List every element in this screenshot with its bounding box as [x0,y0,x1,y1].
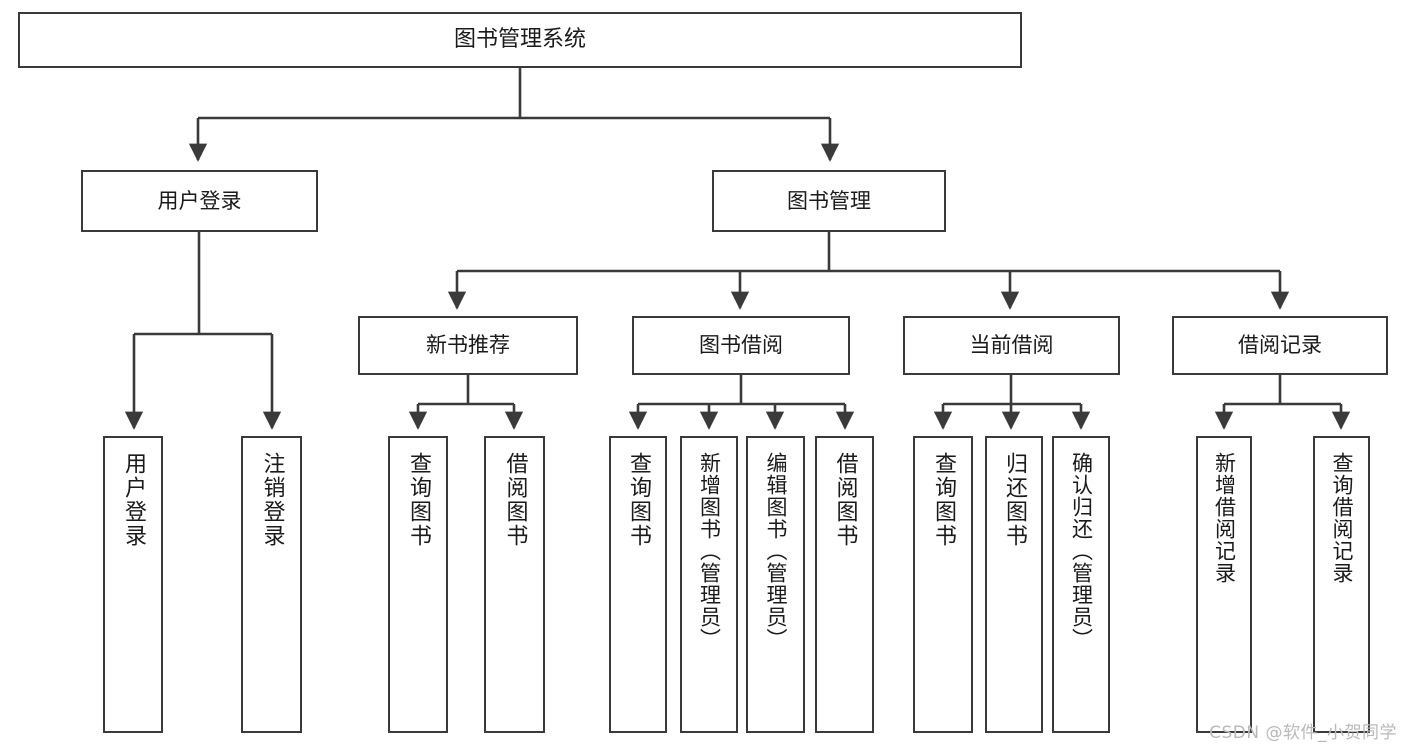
leaf-query-book-borrow-label: 查询图书 [626,452,651,548]
leaf-confirm-return-admin[interactable]: 确认归还（管理员） [1052,436,1110,733]
leaf-borrow-book-new[interactable]: 借阅图书 [484,436,545,733]
leaf-add-borrow-record-label: 新增借阅记录 [1212,452,1237,584]
node-book-borrow-label: 图书借阅 [699,333,783,358]
node-user-login-label: 用户登录 [157,188,242,213]
node-root-label: 图书管理系统 [453,27,586,53]
node-user-login[interactable]: 用户登录 [81,170,318,232]
node-current-borrow[interactable]: 当前借阅 [903,316,1120,375]
leaf-borrow-book-label: 借阅图书 [832,452,858,548]
leaf-borrow-book-new-label: 借阅图书 [502,452,528,548]
leaf-query-borrow-record[interactable]: 查询借阅记录 [1313,436,1370,733]
leaf-edit-book-admin[interactable]: 编辑图书（管理员） [746,436,805,733]
node-root[interactable]: 图书管理系统 [18,12,1022,68]
leaf-query-book-current[interactable]: 查询图书 [913,436,973,733]
node-borrow-record-label: 借阅记录 [1238,333,1322,358]
node-borrow-record[interactable]: 借阅记录 [1172,316,1388,375]
node-current-borrow-label: 当前借阅 [969,333,1054,358]
leaf-add-book-admin[interactable]: 新增图书（管理员） [680,436,738,733]
leaf-logout[interactable]: 注销登录 [241,436,302,733]
leaf-user-login-label: 用户登录 [121,452,146,548]
node-book-management-label: 图书管理 [787,188,871,213]
leaf-add-book-admin-label: 新增图书（管理员） [697,452,722,650]
leaf-query-book-borrow[interactable]: 查询图书 [609,436,667,733]
node-book-management[interactable]: 图书管理 [712,170,946,232]
watermark: CSDN @软件_小贺同学 [1209,723,1397,743]
leaf-user-login[interactable]: 用户登录 [103,436,163,733]
leaf-query-borrow-record-label: 查询借阅记录 [1330,452,1354,584]
leaf-query-book-current-label: 查询图书 [931,452,956,548]
leaf-confirm-return-admin-label: 确认归还（管理员） [1069,452,1094,650]
leaf-logout-label: 注销登录 [259,452,285,548]
leaf-return-book-label: 归还图书 [1002,452,1027,548]
leaf-query-book-new[interactable]: 查询图书 [388,436,448,733]
node-new-book-recommend-label: 新书推荐 [426,333,510,358]
leaf-query-book-new-label: 查询图书 [406,452,431,548]
leaf-borrow-book[interactable]: 借阅图书 [815,436,874,733]
leaf-return-book[interactable]: 归还图书 [985,436,1043,733]
node-book-borrow[interactable]: 图书借阅 [632,316,850,375]
node-new-book-recommend[interactable]: 新书推荐 [358,316,578,375]
leaf-add-borrow-record[interactable]: 新增借阅记录 [1196,436,1252,733]
leaf-edit-book-admin-label: 编辑图书（管理员） [764,452,788,650]
